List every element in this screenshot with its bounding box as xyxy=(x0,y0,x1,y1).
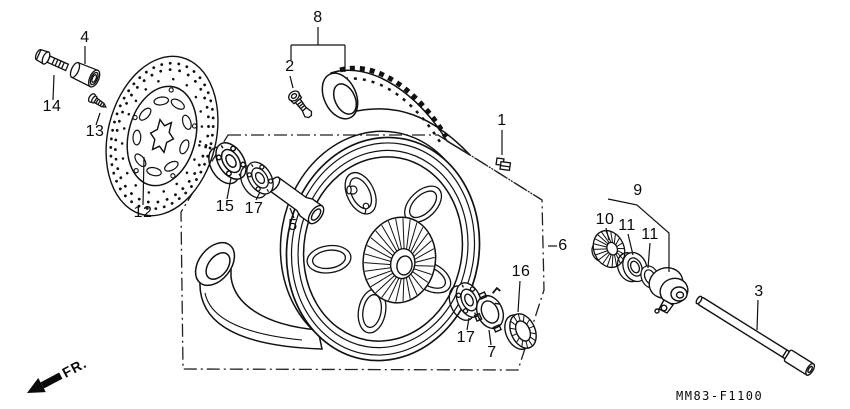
callout-8: 8 xyxy=(313,9,323,26)
part-7-retainer xyxy=(473,286,505,333)
callout-2: 2 xyxy=(285,58,295,75)
rim-valve-hole xyxy=(346,185,370,215)
tire-tread-pattern xyxy=(339,65,449,139)
callout-14: 14 xyxy=(42,98,62,115)
diagram-code: MM83-F1100 xyxy=(676,389,764,403)
part-4-mount-collar xyxy=(69,61,101,88)
callout-13: 13 xyxy=(85,123,105,140)
callout-6: 6 xyxy=(558,237,568,254)
callout-10: 10 xyxy=(595,211,615,228)
callout-11: 11 xyxy=(618,217,636,234)
part-1-rim-weight xyxy=(495,157,512,172)
leader-lines xyxy=(52,27,759,346)
part-3-front-axle xyxy=(695,295,816,376)
callout-9: 9 xyxy=(633,182,643,199)
callout-1: 1 xyxy=(497,112,507,129)
part-6-front-wheel xyxy=(279,130,481,362)
assembly-boundary-edge xyxy=(437,134,543,201)
part-10-speedometer-gear xyxy=(591,229,626,269)
wheel-hub xyxy=(362,216,437,304)
callout-12: 12 xyxy=(133,204,153,221)
part-13-disc-bolt xyxy=(87,93,107,108)
callout-17: 17 xyxy=(244,200,264,217)
part-12-brake-disc xyxy=(105,55,219,217)
bracket-8 xyxy=(290,27,346,72)
callout-5: 5 xyxy=(288,217,298,234)
bracket-9 xyxy=(607,198,670,272)
callout-11-2: 11 xyxy=(641,226,659,243)
callout-16: 16 xyxy=(511,263,531,280)
part-14-flange-bolt xyxy=(34,48,70,72)
callout-15: 15 xyxy=(215,198,235,215)
callout-17-2: 17 xyxy=(456,329,476,346)
tire-upper-half xyxy=(321,65,471,156)
part-2-valve-stem xyxy=(288,90,313,119)
part-16-dust-seal xyxy=(504,313,537,350)
part-9-speedometer-gearbox xyxy=(648,267,689,314)
callout-7: 7 xyxy=(487,344,497,361)
callout-3: 3 xyxy=(754,283,764,300)
callout-4: 4 xyxy=(80,29,90,46)
tire-lower-half xyxy=(194,241,323,350)
